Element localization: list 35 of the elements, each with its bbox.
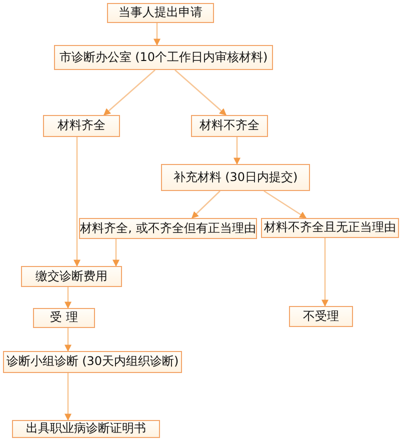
step-label: 受 理	[50, 311, 78, 325]
step-label: 当事人提出申请	[118, 6, 202, 20]
arrow	[174, 70, 227, 116]
arrow	[154, 23, 160, 46]
step-label: 材料不齐全	[200, 119, 260, 133]
process-box	[43, 115, 120, 137]
process-box	[54, 45, 273, 70]
process-box	[33, 308, 95, 328]
process-box	[191, 115, 268, 137]
process-box	[21, 266, 122, 287]
step-label: 出具职业病诊断证明书	[26, 422, 146, 436]
arrow	[264, 190, 307, 219]
arrow	[74, 137, 80, 267]
step-label: 材料不齐全且无正当理由	[264, 221, 396, 235]
arrow	[64, 373, 72, 421]
arrow	[234, 137, 240, 165]
arrow	[322, 238, 328, 307]
process-box	[107, 3, 214, 23]
arrow	[64, 328, 72, 352]
arrow	[64, 287, 72, 309]
step-label: 市诊断办公室 (10个工作日内审核材料)	[59, 50, 268, 64]
step-label: 缴交诊断费用	[36, 270, 108, 284]
process-box	[79, 218, 257, 239]
step-label: 补充材料 (30日内提交)	[173, 170, 298, 184]
arrow	[112, 239, 120, 267]
step-label: 不受理	[303, 310, 339, 324]
process-box	[3, 351, 182, 373]
arrow	[192, 190, 220, 218]
process-box	[289, 306, 353, 327]
step-label: 诊断小组诊断 (30天内组织诊断)	[6, 355, 179, 369]
process-box	[12, 420, 160, 438]
step-label: 材料齐全, 或不齐全但有正当理由	[80, 222, 256, 236]
process-box	[161, 164, 310, 191]
step-label: 材料齐全	[58, 119, 106, 133]
arrow	[103, 70, 156, 116]
